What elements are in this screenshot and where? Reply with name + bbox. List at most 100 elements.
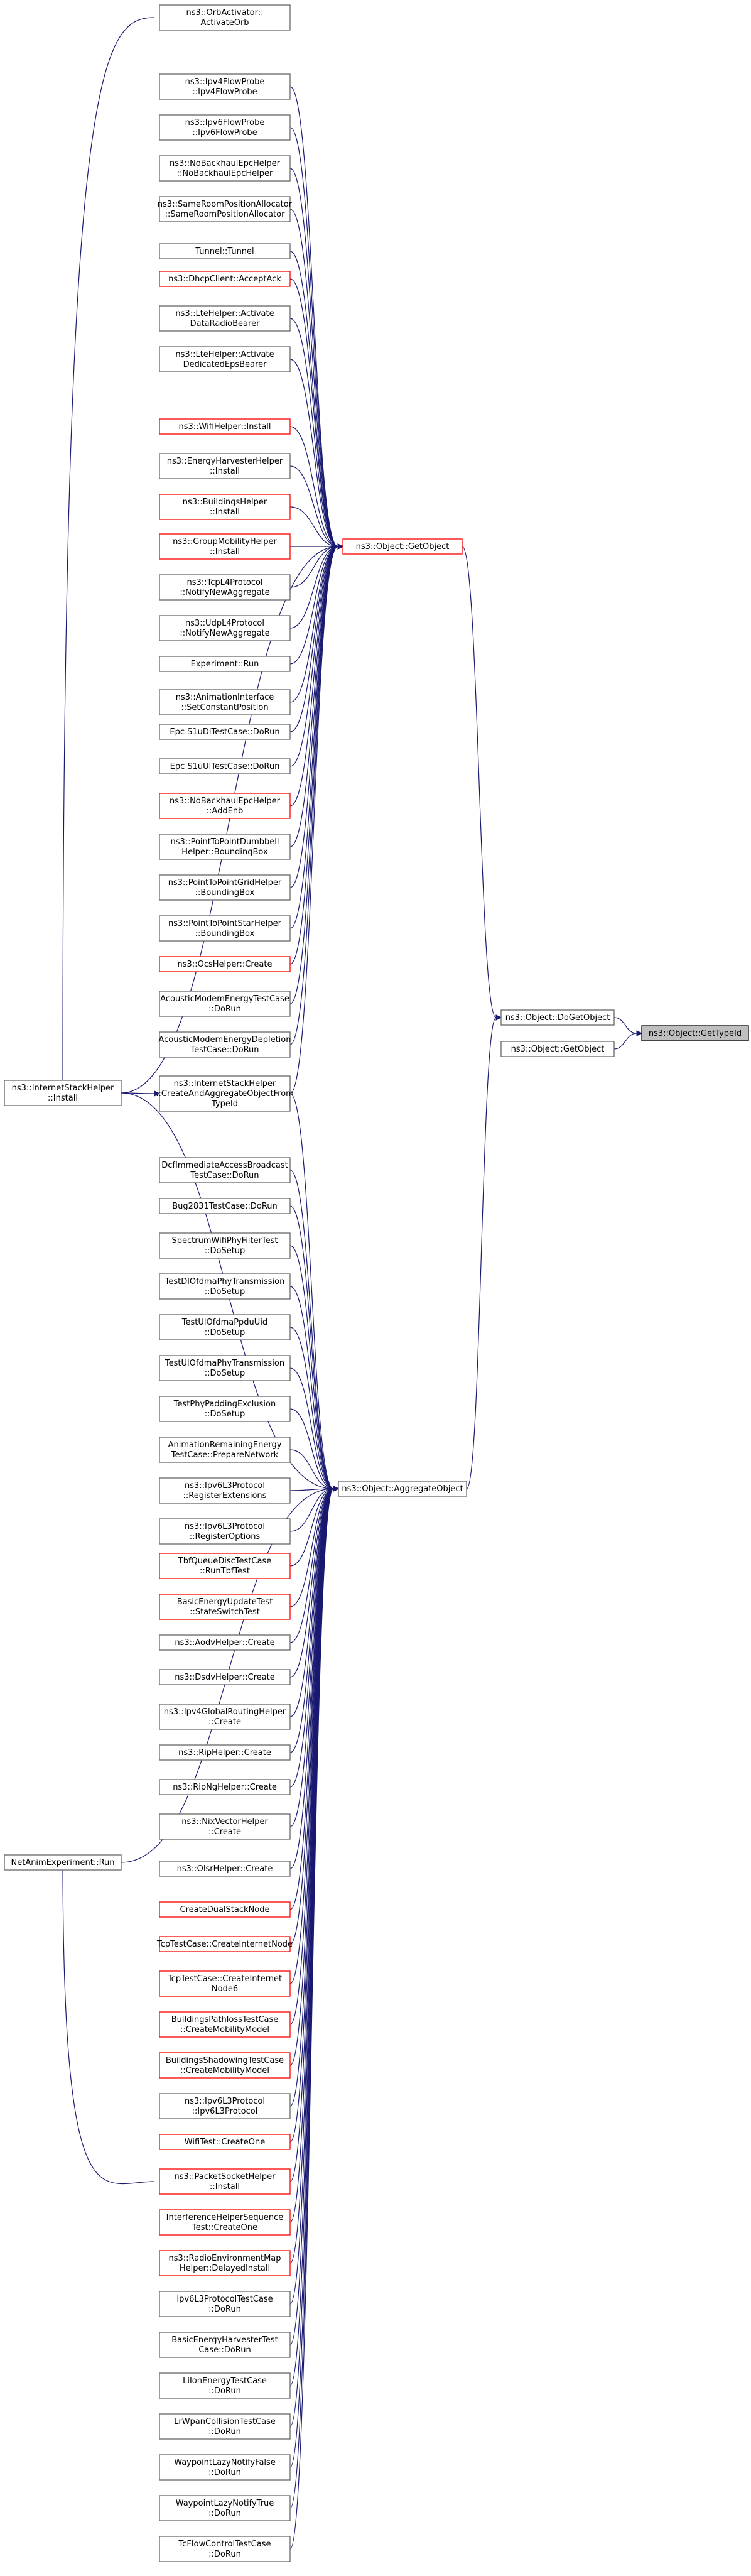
node-epc-s1udltestcase-dorun[interactable]: Epc S1uDlTestCase::DoRun [159,724,291,740]
node-waypointlazynotifyfalse-dorun[interactable]: WaypointLazyNotifyFalse::DoRun [159,2454,291,2481]
node-interferencehelpersequencetest-createone[interactable]: InterferenceHelperSequenceTest::CreateOn… [159,2209,291,2236]
node-box [159,533,291,560]
node-label: ActivateOrb [200,18,249,28]
node-ns3-groupmobilityhelper-install[interactable]: ns3::GroupMobilityHelper::Install [159,533,291,560]
node-acousticmodemenergytestcase-dorun[interactable]: AcousticModemEnergyTestCase::DoRun [159,991,291,1017]
node-ns3-internetstackhelper-install[interactable]: ns3::InternetStackHelper::Install [4,1080,122,1106]
node-ns3-buildingshelper-install[interactable]: ns3::BuildingsHelper::Install [159,494,291,520]
node-ns3-ltehelper-activatededicatedepsbearer[interactable]: ns3::LteHelper::ActivateDedicatedEpsBear… [159,346,291,372]
node-box [159,2372,291,2399]
node-label: ::Install [210,547,240,557]
node-wifitest-createone[interactable]: WifiTest::CreateOne [159,2134,291,2150]
edge-n53-to-aggregateobject [289,1488,334,2182]
node-ns3-ripnghelper-create[interactable]: ns3::RipNgHelper::Create [159,1779,291,1795]
node-testphypaddingexclusion-dosetup[interactable]: TestPhyPaddingExclusion::DoSetup [159,1396,291,1422]
node-ns3-animationinterface-setconstantposition[interactable]: ns3::AnimationInterface::SetConstantPosi… [159,689,291,715]
node-ns3-object-aggregateobject[interactable]: ns3::Object::AggregateObject [338,1481,467,1497]
node-box [641,1025,749,1041]
node-label: ::RunTbfTest [200,1567,250,1576]
node-label: ::NoBackhaulEpcHelper [177,169,273,178]
node-lrwpancollisiontestcase-dorun[interactable]: LrWpanCollisionTestCase::DoRun [159,2413,291,2440]
node-testdlofdmaphytransmission-dosetup[interactable]: TestDlOfdmaPhyTransmission::DoSetup [159,1273,291,1300]
node-ns3-ipv6l3protocol-registerextensions[interactable]: ns3::Ipv6L3Protocol::RegisterExtensions [159,1477,291,1504]
node-acousticmodemenergydepletiontestcase-dorun[interactable]: AcousticModemEnergyDepletionTestCase::Do… [158,1031,291,1058]
node-ns3-sameroompositionallocator-sameroompositionallocator[interactable]: ns3::SameRoomPositionAllocator::SameRoom… [158,196,293,222]
node-testulofdmaphytransmission-dosetup[interactable]: TestUlOfdmaPhyTransmission::DoSetup [159,1355,291,1381]
node-ns3-ipv6l3protocol-ipv6l3protocol[interactable]: ns3::Ipv6L3Protocol::Ipv6L3Protocol [159,2093,291,2119]
node-createdualstacknode[interactable]: CreateDualStackNode [159,1901,291,1918]
node-tcptestcase-createinternetnode[interactable]: TcpTestCase::CreateInternetNode [156,1936,293,1952]
node-netanimexperiment-run[interactable]: NetAnimExperiment::Run [4,1854,122,1871]
node-ns3-internetstackhelper-createandaggregateobjectfromtypeid[interactable]: ns3::InternetStackHelper::CreateAndAggre… [156,1075,294,1112]
edge-n45-to-aggregateobject [289,1488,334,1869]
node-label: Test::CreateOne [192,2223,257,2232]
node-buildingsshadowingtestcase-createmobilitymodel[interactable]: BuildingsShadowingTestCase::CreateMobili… [159,2052,291,2079]
node-label: ns3::NoBackhaulEpcHelper [170,796,281,806]
node-ns3-riphelper-create[interactable]: ns3::RipHelper::Create [159,1744,291,1761]
node-ns3-dsdvhelper-create[interactable]: ns3::DsdvHelper::Create [159,1669,291,1685]
node-ns3-dhcpclient-acceptack[interactable]: ns3::DhcpClient::AcceptAck [159,271,291,287]
node-tcflowcontroltestcase-dorun[interactable]: TcFlowControlTestCase::DoRun [159,2536,291,2562]
edge-n5-to-getobject [289,251,338,547]
edge-n16-to-getobject [289,546,338,703]
node-dcfimmediateaccessbroadcasttestcase-dorun[interactable]: DcfImmediateAccessBroadcastTestCase::DoR… [159,1157,291,1183]
node-label: ns3::OcsHelper::Create [178,960,273,969]
node-label: LiIonEnergyTestCase [183,2376,267,2386]
node-ns3-nixvectorhelper-create[interactable]: ns3::NixVectorHelper::Create [159,1813,291,1840]
node-label: ::DoRun [208,2427,241,2437]
node-ns3-olsrhelper-create[interactable]: ns3::OlsrHelper::Create [159,1861,291,1877]
node-ns3-energyharvesterhelper-install[interactable]: ns3::EnergyHarvesterHelper::Install [159,453,291,479]
node-ns3-object-dogetobject[interactable]: ns3::Object::DoGetObject [500,1009,615,1026]
node-label: Helper::DelayedInstall [180,2264,270,2273]
node-liionenergytestcase-dorun[interactable]: LiIonEnergyTestCase::DoRun [159,2372,291,2399]
node-basicenergyupdatetest-stateswitchtest[interactable]: BasicEnergyUpdateTest::StateSwitchTest [159,1594,291,1620]
node-ns3-ipv6flowprobe-ipv6flowprobe[interactable]: ns3::Ipv6FlowProbe::Ipv6FlowProbe [159,114,291,141]
node-ns3-nobackhaulepchelper-addenb[interactable]: ns3::NoBackhaulEpcHelper::AddEnb [159,793,291,819]
node-ns3-wifihelper-install[interactable]: ns3::WifiHelper::Install [159,418,291,435]
node-ipv6l3protocoltestcase-dorun[interactable]: Ipv6L3ProtocolTestCase::DoRun [159,2291,291,2317]
node-ns3-pointtopointdumbbellhelper-boundingbox[interactable]: ns3::PointToPointDumbbellHelper::Boundin… [159,834,291,860]
node-box [159,2250,291,2276]
node-ns3-ocshelper-create[interactable]: ns3::OcsHelper::Create [159,956,291,972]
node-tbfqueuedisctestcase-runtbftest[interactable]: TbfQueueDiscTestCase::RunTbfTest [159,1553,291,1579]
node-box [159,2536,291,2562]
node-ns3-radioenvironmentmaphelper-delayedinstall[interactable]: ns3::RadioEnvironmentMapHelper::DelayedI… [159,2250,291,2276]
node-ns3-object-gettypeid[interactable]: ns3::Object::GetTypeId [641,1025,749,1041]
node-ns3-aodvhelper-create[interactable]: ns3::AodvHelper::Create [159,1634,291,1651]
node-box [159,915,291,942]
node-animationremainingenergytestcase-preparenetwork[interactable]: AnimationRemainingEnergyTestCase::Prepar… [159,1437,291,1463]
node-ns3-object-getobject[interactable]: ns3::Object::GetObject [500,1041,615,1057]
node-ns3-pointtopointgridhelper-boundingbox[interactable]: ns3::PointToPointGridHelper::BoundingBox [159,874,291,901]
node-label: ::Ipv6L3Protocol [192,2107,258,2116]
node-ns3-object-getobject[interactable]: ns3::Object::GetObject [342,538,463,555]
node-ns3-udpl4protocol-notifynewaggregate[interactable]: ns3::UdpL4Protocol::NotifyNewAggregate [159,615,291,641]
node-label: Epc S1uUlTestCase::DoRun [170,762,280,771]
node-box [159,1437,291,1463]
node-label: ns3::Object::GetTypeId [649,1029,742,1038]
node-tunnel-tunnel[interactable]: Tunnel::Tunnel [159,243,291,259]
node-ns3-ipv6l3protocol-registeroptions[interactable]: ns3::Ipv6L3Protocol::RegisterOptions [159,1518,291,1545]
node-epc-s1uultestcase-dorun[interactable]: Epc S1uUlTestCase::DoRun [159,758,291,774]
node-testulofdmappduuid-dosetup[interactable]: TestUlOfdmaPpduUid::DoSetup [159,1314,291,1340]
node-buildingspathlosstestcase-createmobilitymodel[interactable]: BuildingsPathlossTestCase::CreateMobilit… [159,2011,291,2038]
node-ns3-orbactivator-activateorb[interactable]: ns3::OrbActivator::ActivateOrb [159,4,291,31]
node-bug2831testcase-dorun[interactable]: Bug2831TestCase::DoRun [159,1198,291,1214]
node-label: ns3::NixVectorHelper [181,1817,268,1827]
edge-n10-to-getobject [289,465,338,547]
edge-n3-to-getobject [289,168,338,547]
node-waypointlazynotifytrue-dorun[interactable]: WaypointLazyNotifyTrue::DoRun [159,2495,291,2521]
node-ns3-packetsockethelper-install[interactable]: ns3::PacketSocketHelper::Install [159,2168,291,2195]
edge-dogetobject-to-gettypeid [613,1017,637,1034]
edge-n21-to-getobject [289,546,338,888]
node-label: ::Install [48,1094,78,1103]
node-ns3-nobackhaulepchelper-nobackhaulepchelper[interactable]: ns3::NoBackhaulEpcHelper::NoBackhaulEpcH… [159,155,291,182]
node-ns3-tcpl4protocol-notifynewaggregate[interactable]: ns3::TcpL4Protocol::NotifyNewAggregate [159,574,291,601]
node-ns3-pointtopointstarhelper-boundingbox[interactable]: ns3::PointToPointStarHelper::BoundingBox [159,915,291,942]
node-experiment-run[interactable]: Experiment::Run [159,656,291,672]
node-ns3-ipv4flowprobe-ipv4flowprobe[interactable]: ns3::Ipv4FlowProbe::Ipv4FlowProbe [159,73,291,100]
node-spectrumwifiphyfiltertest-dosetup[interactable]: SpectrumWifiPhyFilterTest::DoSetup [159,1232,291,1259]
node-ns3-ipv4globalroutinghelper-create[interactable]: ns3::Ipv4GlobalRoutingHelper::Create [159,1704,291,1730]
